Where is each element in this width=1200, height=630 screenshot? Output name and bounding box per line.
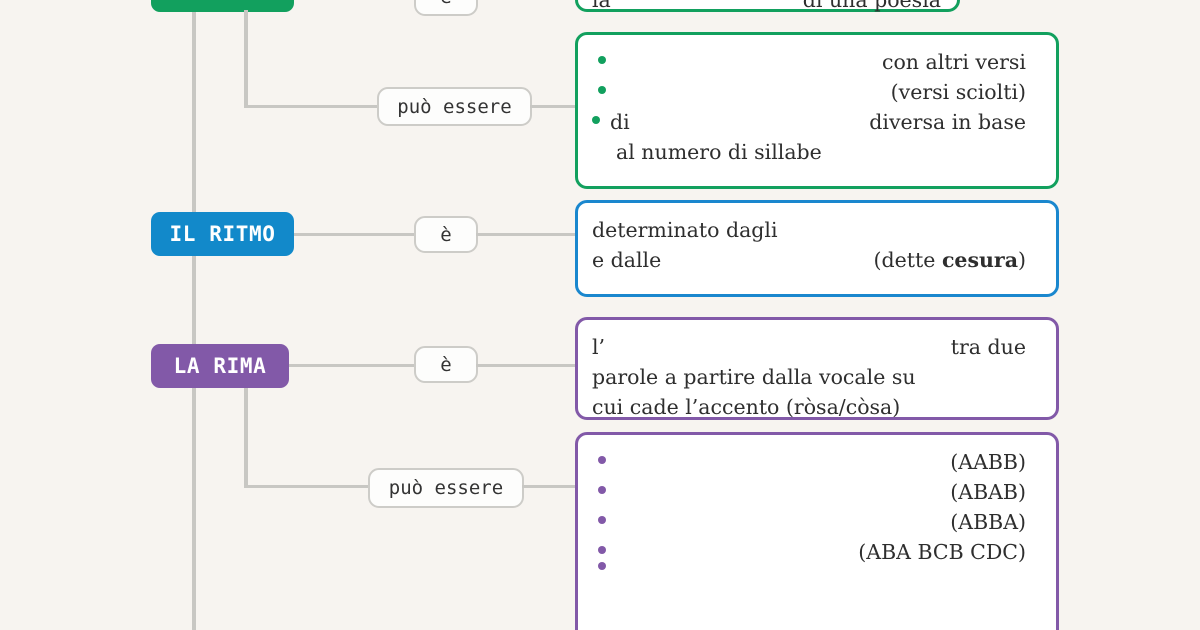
list-item: con altri versi: [592, 47, 1040, 77]
bullet-dot-icon: [598, 56, 606, 64]
rima-list-item-1-tail: (ABAB): [950, 480, 1026, 504]
rima-line3: cui cade l’accento (ròsa/còsa): [592, 395, 901, 419]
branch-pill-il-ritmo[interactable]: IL RITMO: [151, 212, 294, 256]
list-item: (AABB): [592, 447, 1040, 477]
list-item: (ABBA): [592, 507, 1040, 537]
card-ritmo-row-1: determinato dagli: [592, 215, 1040, 245]
branch-pill-il-verso[interactable]: IL VERSO: [151, 0, 294, 12]
rima-line1-tail: tra due: [950, 335, 1026, 359]
verso-list-item-2-tail: diversa in base: [869, 110, 1026, 134]
connector-chip-ritmo-e[interactable]: è: [414, 216, 478, 253]
connector-chip-verso-puo-essere[interactable]: può essere: [377, 87, 532, 126]
connector-chip-rima-puo-essere[interactable]: può essere: [368, 468, 524, 508]
card-verso-list: con altri versi (versi sciolti) di diver…: [575, 32, 1059, 189]
rima-list-item-2-tail: (ABBA): [950, 510, 1026, 534]
ritmo-line2-tail: (dette cesura): [874, 245, 1040, 275]
ritmo-line1-lead: determinato dagli: [592, 218, 778, 242]
ritmo-cesura-post: ): [1018, 248, 1026, 272]
card-rima-definition: l’ tra due parole a partire dalla vocale…: [575, 317, 1059, 420]
connector-line-rima-e: [289, 364, 416, 367]
branch-pill-la-rima[interactable]: LA RIMA: [151, 344, 289, 388]
bullet-dot-icon: [592, 116, 600, 124]
ritmo-line2-lead: e dalle: [592, 248, 662, 272]
ritmo-cesura-pre: (dette: [873, 248, 942, 272]
bullet-dot-icon: [598, 86, 606, 94]
connector-line-e-to-ritmo-card: [476, 233, 577, 236]
connector-line-puo-essere-to-verso-list: [530, 105, 577, 108]
list-item: [592, 562, 1040, 575]
connector-elbow-horizontal-verso: [244, 105, 380, 108]
bullet-dot-icon: [598, 456, 606, 464]
verso-list-item-2-continuation: al numero di sillabe: [616, 140, 822, 164]
card-rima-list: (AABB) (ABAB) (ABBA) (ABA BCB CDC): [575, 432, 1059, 630]
rima-line1-lead: l’: [592, 335, 606, 359]
verso-definition-lead: la: [592, 0, 611, 12]
connector-elbow-vertical-rima: [244, 388, 248, 487]
bullet-dot-icon: [598, 562, 606, 570]
rima-line2: parole a partire dalla vocale su: [592, 365, 916, 389]
bullet-dot-icon: [598, 486, 606, 494]
ritmo-cesura-bold: cesura: [941, 248, 1018, 272]
connector-line-puo-essere-to-rima-list: [522, 485, 577, 488]
connector-chip-verso-e[interactable]: è: [414, 0, 478, 16]
list-item: di diversa in base: [592, 107, 1040, 137]
bullet-dot-icon: [598, 546, 606, 554]
connector-elbow-horizontal-rima: [244, 485, 372, 488]
rima-list-item-3-tail: (ABA BCB CDC): [858, 540, 1026, 564]
list-item: (ABAB): [592, 477, 1040, 507]
connector-line-ritmo-e: [294, 233, 416, 236]
bullet-dot-icon: [598, 516, 606, 524]
card-ritmo-row-2: e dalle (dette cesura): [592, 245, 1040, 275]
card-verso-definition-row: la di una poesia: [592, 0, 941, 15]
verso-list-item-0-tail: con altri versi: [881, 50, 1026, 74]
list-item: (versi sciolti): [592, 77, 1040, 107]
rima-list-item-0-tail: (AABB): [950, 450, 1026, 474]
verso-list-item-2-lead: di: [610, 110, 630, 134]
card-ritmo: determinato dagli e dalle (dette cesura): [575, 200, 1059, 297]
connector-elbow-vertical-verso: [244, 10, 248, 107]
connector-chip-rima-e[interactable]: è: [414, 346, 478, 383]
trunk-line: [192, 0, 196, 630]
card-verso-definition: la di una poesia: [575, 0, 960, 12]
verso-list-item-1-tail: (versi sciolti): [890, 80, 1026, 104]
connector-line-e-to-rima-card: [476, 364, 577, 367]
card-rima-definition-row-1: l’ tra due: [592, 332, 1040, 362]
list-item: (ABA BCB CDC): [592, 537, 1040, 567]
verso-definition-tail: di una poesia: [802, 0, 941, 12]
